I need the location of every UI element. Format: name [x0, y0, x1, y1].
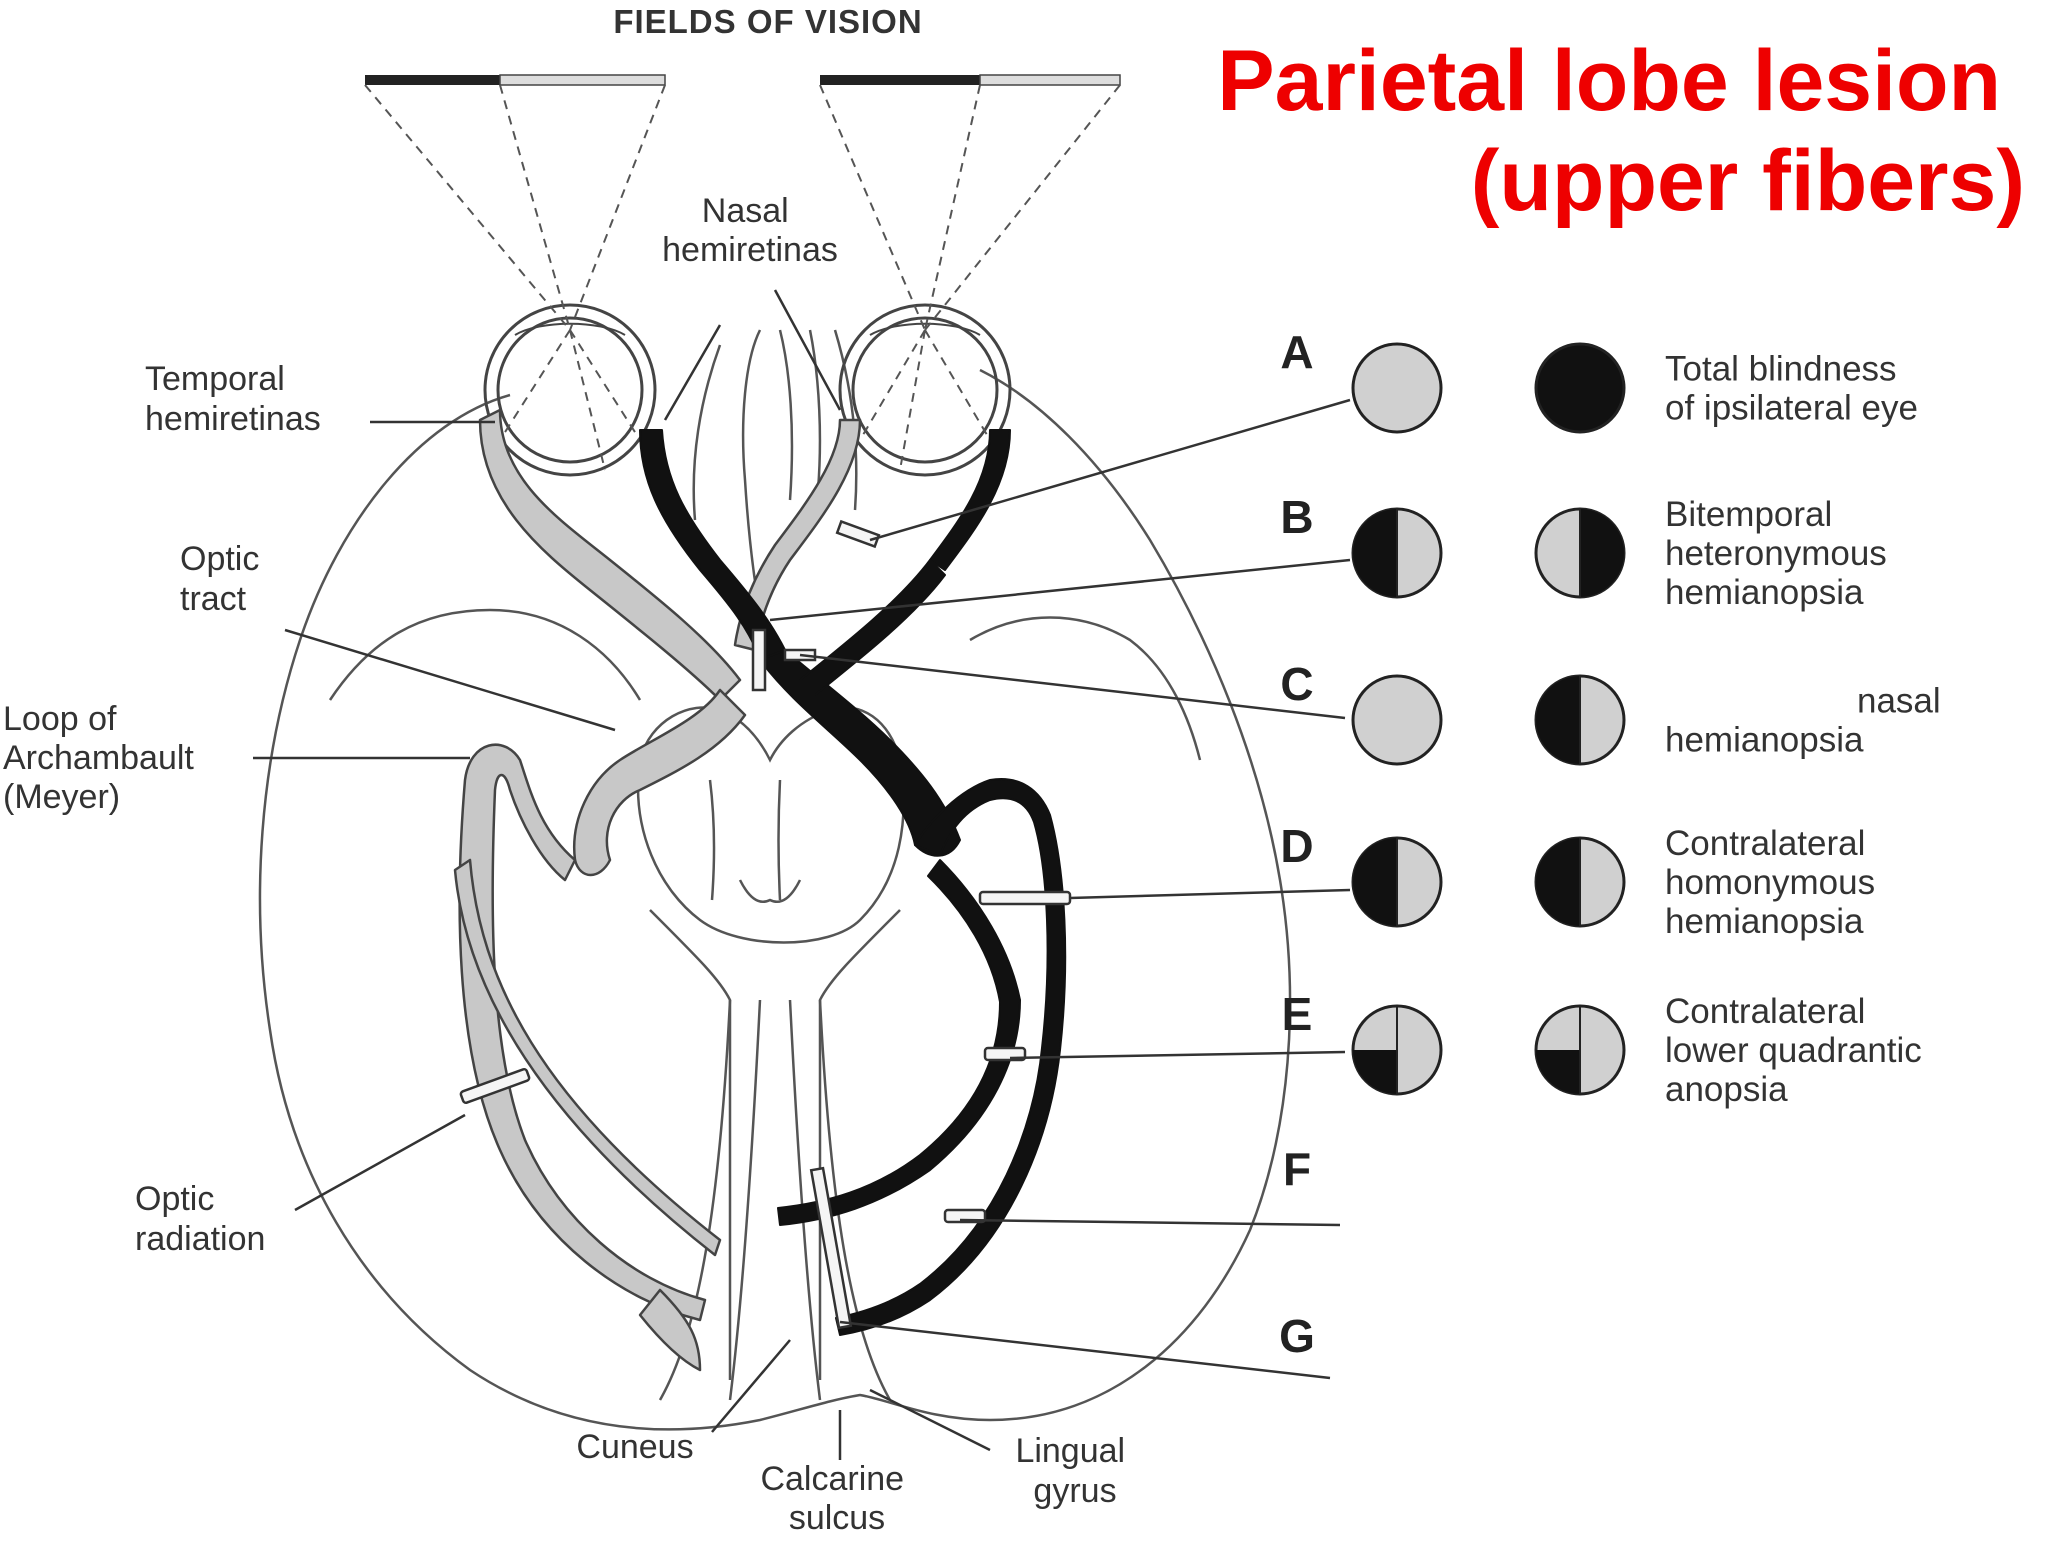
- lesion-letter-a: A: [1280, 326, 1313, 378]
- field-b-ipsi-defect: [1353, 509, 1397, 597]
- lesion-letter-f: F: [1283, 1143, 1311, 1195]
- lesion-letter-d: D: [1280, 820, 1313, 872]
- gray-fiber-pathway: [453, 408, 862, 1372]
- temporal-hemiretinas-label: Temporal hemiretinas: [145, 360, 321, 438]
- field-c-ipsi: [1351, 674, 1443, 766]
- field-a-result-outline: [1534, 342, 1626, 434]
- leader-lines: [253, 289, 1351, 1460]
- lesion-result-a-line-2: of ipsilateral eye: [1665, 389, 1918, 428]
- brain-outline: [258, 329, 1292, 1431]
- temporal-hemiretinas-line-2: hemiretinas: [145, 400, 321, 438]
- lesion-result-b-line-1: Bitemporal: [1665, 495, 1832, 534]
- calcarine-sulcus-line-1: Calcarine: [760, 1460, 904, 1498]
- optic-tract-line-1: Optic: [180, 540, 259, 578]
- field-e-result: [1534, 1004, 1626, 1096]
- loop-of-archambault-line-3: (Meyer): [3, 778, 120, 816]
- nasal-hemiretinas-label: Nasal hemiretinas: [662, 192, 838, 269]
- lesion-result-e-line-2: lower quadrantic: [1665, 1031, 1922, 1070]
- lesion-result-e-line-1: Contralateral: [1665, 992, 1865, 1031]
- loop-of-archambault-line-2: Archambault: [3, 739, 194, 777]
- right-eye: [838, 303, 1012, 477]
- lesion-result-e-line-3: anopsia: [1665, 1070, 1788, 1109]
- lesion-result-b-line-2: heteronymous: [1665, 534, 1887, 573]
- lesion-result-b-line-3: hemianopsia: [1665, 573, 1864, 612]
- optic-tract-line-2: tract: [180, 580, 247, 618]
- field-b-result-defect: [1580, 509, 1624, 597]
- field-b-result: [1534, 507, 1626, 599]
- temporal-hemiretinas-line-1: Temporal: [145, 360, 285, 398]
- field-e-result-defect: [1536, 1050, 1580, 1094]
- visual-field-bars: [365, 74, 1121, 86]
- field-c-ipsi-outline: [1351, 674, 1443, 766]
- optic-tract-label: Optic tract: [180, 540, 269, 618]
- field-e-ipsi: [1351, 1004, 1443, 1096]
- lesion-result-d-line-1: Contralateral: [1665, 824, 1865, 863]
- field-d-ipsi: [1351, 836, 1443, 928]
- lingual-gyrus-label: Lingual gyrus: [1015, 1432, 1134, 1510]
- lesion-result-d-line-2: homonymous: [1665, 863, 1875, 902]
- lesion-letter-b: B: [1280, 491, 1313, 543]
- nasal-hemiretinas-line-2: hemiretinas: [662, 231, 838, 269]
- optic-radiation-line-2: radiation: [135, 1220, 265, 1258]
- calcarine-sulcus-label: Calcarine sulcus: [760, 1460, 913, 1536]
- nasal-hemiretinas-line-1: Nasal: [702, 192, 789, 230]
- slide-title-line-2: (upper fibers): [1471, 133, 2025, 229]
- anatomy-labels: Nasal hemiretinas Temporal hemiretinas O…: [3, 192, 1134, 1537]
- slide-title: Parietal lobe lesion (upper fibers): [1217, 33, 2025, 229]
- field-a-result: [1534, 342, 1626, 434]
- lingual-gyrus-line-1: Lingual: [1015, 1432, 1125, 1470]
- visual-field-rays: [364, 84, 1121, 471]
- row-c-text-cover: [1655, 680, 1842, 720]
- fields-of-vision-title: FIELDS OF VISION: [613, 3, 922, 40]
- lesion-letter-e: E: [1282, 988, 1313, 1040]
- loop-of-archambault-label: Loop of Archambault (Meyer): [3, 700, 203, 816]
- cuneus-label: Cuneus: [576, 1428, 693, 1466]
- field-a-ipsi-outline: [1351, 342, 1443, 434]
- field-d-result: [1534, 836, 1626, 928]
- lesion-letter-g: G: [1279, 1310, 1315, 1362]
- field-defect-circles: [1351, 342, 1626, 1096]
- loop-of-archambault-line-1: Loop of: [3, 700, 117, 738]
- field-a-ipsi: [1351, 342, 1443, 434]
- calcarine-sulcus-line-2: sulcus: [789, 1499, 885, 1536]
- lesion-result-a-line-1: Total blindness: [1665, 350, 1897, 389]
- lingual-gyrus-line-2: gyrus: [1033, 1472, 1116, 1510]
- lesion-result-c-line-1: nasal: [1857, 682, 1941, 721]
- lesion-result-d-line-3: hemianopsia: [1665, 902, 1864, 941]
- lesion-result-c-line-2: hemianopsia: [1665, 721, 1864, 760]
- lesion-letters: A B C D E F G: [1279, 326, 1315, 1362]
- slide-title-line-1: Parietal lobe lesion: [1217, 33, 2001, 129]
- lesion-letter-c: C: [1280, 658, 1313, 710]
- optic-radiation-label: Optic radiation: [135, 1180, 265, 1258]
- left-eye: [483, 303, 657, 477]
- field-d-ipsi-defect: [1353, 838, 1397, 926]
- field-e-ipsi-defect: [1353, 1050, 1397, 1094]
- black-fiber-pathway: [639, 429, 1067, 1336]
- field-c-result-defect: [1536, 676, 1580, 764]
- field-c-result: [1534, 674, 1626, 766]
- field-b-ipsi: [1351, 507, 1443, 599]
- field-d-result-defect: [1536, 838, 1580, 926]
- optic-radiation-line-1: Optic: [135, 1180, 214, 1218]
